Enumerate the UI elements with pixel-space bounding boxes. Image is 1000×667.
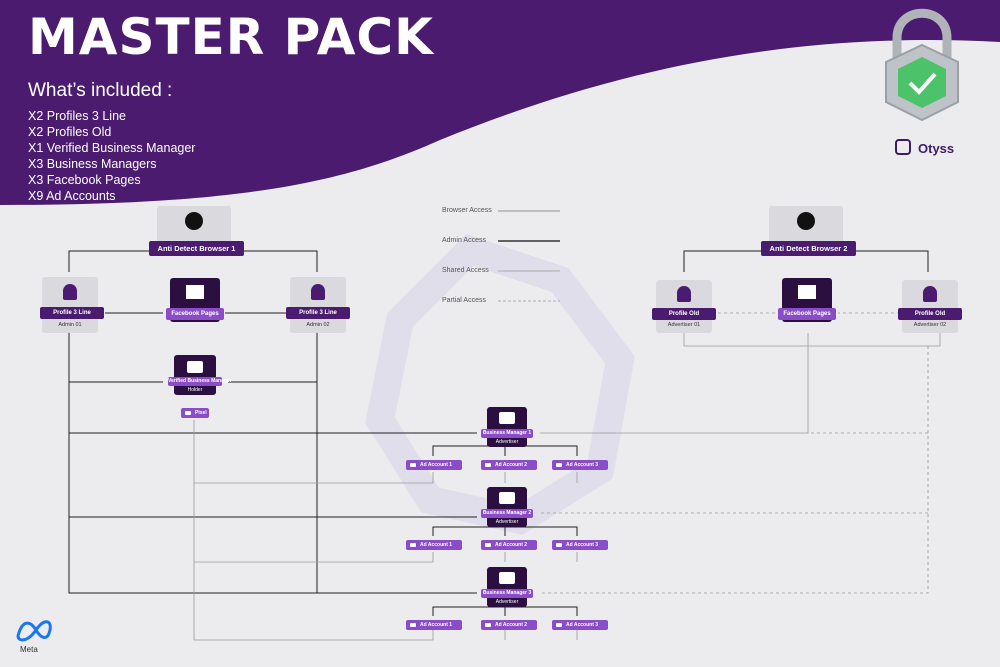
pages-label: Facebook Pages <box>166 308 224 320</box>
spy-icon <box>797 212 815 230</box>
briefcase-icon <box>499 412 515 424</box>
briefcase-icon <box>499 492 515 504</box>
browser-card <box>157 206 231 244</box>
included-item: X1 Verified Business Manager <box>28 141 196 155</box>
included-item: X9 Ad Accounts <box>28 189 116 203</box>
user-icon <box>311 284 325 300</box>
profile-label: Profile Old <box>652 308 716 320</box>
spy-icon <box>185 212 203 230</box>
legend-partial-access: Partial Access <box>442 297 486 304</box>
included-item: X2 Profiles 3 Line <box>28 109 126 123</box>
profile-label: Profile 3 Line <box>40 307 104 319</box>
ad-account: Ad Account 3 <box>552 460 608 470</box>
included-item: X2 Profiles Old <box>28 125 112 139</box>
verified-bm-label: Verified Business Manager <box>168 377 232 386</box>
verified-bm-sub: Holder <box>174 386 216 394</box>
legend-shared-access: Shared Access <box>442 267 489 274</box>
profile-sub: Advertiser 01 <box>667 322 701 328</box>
ad-account: Ad Account 2 <box>481 540 537 550</box>
included-item: X3 Facebook Pages <box>28 173 141 187</box>
ad-account: Ad Account 1 <box>406 540 462 550</box>
briefcase-icon <box>499 572 515 584</box>
ad-account: Ad Account 2 <box>481 620 537 630</box>
profile-label: Profile 3 Line <box>286 307 350 319</box>
user-icon <box>923 286 937 302</box>
included-item: X3 Business Managers <box>28 157 157 171</box>
legend-browser-access: Browser Access <box>442 207 492 214</box>
browser-1-label: Anti Detect Browser 1 <box>149 241 244 256</box>
profile-card <box>656 280 712 333</box>
bm-sub: Advertiser <box>487 518 527 526</box>
bm-sub: Advertiser <box>487 438 527 446</box>
ad-account: Ad Account 3 <box>552 620 608 630</box>
ad-account: Ad Account 2 <box>481 460 537 470</box>
page-title: MASTER PACK <box>28 8 434 66</box>
pixel-badge: Pixel <box>181 408 209 418</box>
briefcase-icon <box>187 361 203 373</box>
ad-account: Ad Account 3 <box>552 540 608 550</box>
flag-icon <box>798 285 816 299</box>
brand-name: Otyss <box>918 141 955 156</box>
browser-2-label: Anti Detect Browser 2 <box>761 241 856 256</box>
profile-card <box>42 277 98 333</box>
included-heading: What’s included : <box>28 80 173 101</box>
browser-card <box>769 206 843 244</box>
profile-card <box>290 277 346 333</box>
profile-sub: Advertiser 02 <box>913 322 947 328</box>
bm-sub: Advertiser <box>487 598 527 606</box>
bm-label: Business Manager 1 <box>481 429 533 438</box>
user-icon <box>63 284 77 300</box>
meta-label: Meta <box>20 645 38 654</box>
ad-account: Ad Account 1 <box>406 620 462 630</box>
user-icon <box>677 286 691 302</box>
flag-icon <box>186 285 204 299</box>
bm-label: Business Manager 2 <box>481 509 533 518</box>
profile-sub: Admin 01 <box>58 322 82 328</box>
legend-admin-access: Admin Access <box>442 237 486 244</box>
pages-label: Facebook Pages <box>778 308 836 320</box>
profile-label: Profile Old <box>898 308 962 320</box>
bm-label: Business Manager 3 <box>481 589 533 598</box>
profile-sub: Admin 02 <box>306 322 330 328</box>
profile-card <box>902 280 958 333</box>
ad-account: Ad Account 1 <box>406 460 462 470</box>
